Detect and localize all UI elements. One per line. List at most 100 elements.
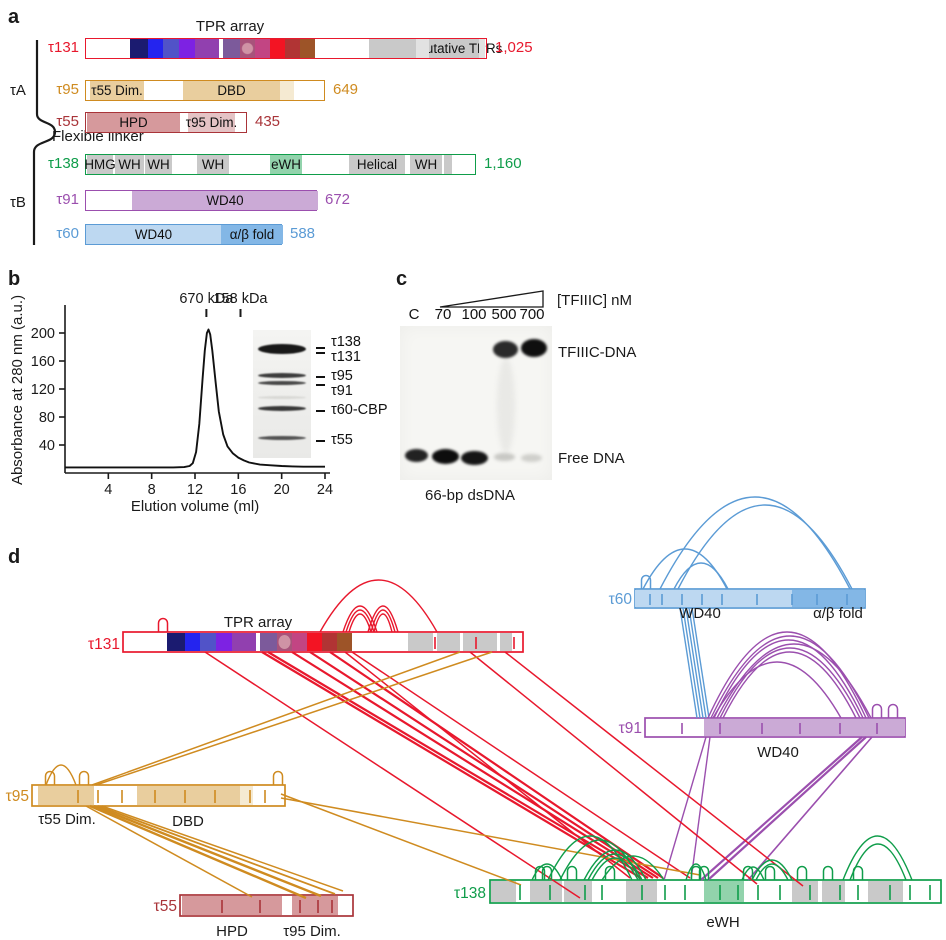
bar-label-t91: τ91 — [56, 191, 79, 208]
crosslink-line — [469, 651, 758, 885]
segment-label: HPD — [119, 115, 148, 130]
crosslink-line — [679, 607, 698, 719]
domain-segment: τ95 Dim. — [186, 113, 237, 132]
gel-band — [258, 396, 306, 399]
gel-band — [494, 453, 515, 461]
intralink-arc — [722, 651, 857, 719]
domain-segment: WH — [410, 155, 442, 174]
x-axis-label: Elution volume (ml) — [131, 498, 259, 515]
intralink-arc — [685, 863, 707, 881]
domain-segment — [635, 590, 792, 607]
bar-length-t131: 1,025 — [495, 39, 533, 56]
intralink-arc — [583, 849, 647, 881]
intralink-arc — [719, 647, 861, 719]
crosslink-line — [344, 651, 631, 879]
segment-label: WH — [201, 157, 225, 172]
domain-segment — [437, 633, 460, 651]
crosslink-line — [280, 797, 701, 876]
self-loop — [604, 865, 616, 880]
domain-sublabel: TPR array — [224, 614, 293, 631]
self-loop — [871, 703, 883, 718]
domain-segment: WD40 — [86, 225, 221, 244]
domain-segment: WH — [145, 155, 172, 174]
crosslink-line — [700, 736, 863, 881]
domain-segment — [179, 39, 195, 58]
domain-sublabel: eWH — [706, 914, 739, 931]
segment-label: WH — [147, 157, 170, 172]
lane-label: C — [408, 306, 420, 323]
y-axis-label: Absorbance at 280 nm (a.u.) — [9, 295, 26, 485]
lane-label: 70 — [434, 306, 452, 323]
bar-label-t55: τ55 — [56, 113, 79, 130]
x-tick-label: 8 — [148, 482, 156, 498]
self-loop — [852, 865, 864, 880]
domain-segment — [322, 633, 337, 651]
bar-length-t138: 1,160 — [484, 155, 522, 172]
segment-label: Putative TPRs — [417, 41, 503, 56]
domain-sublabel: WD40 — [757, 744, 799, 761]
domain-segment — [182, 896, 282, 915]
self-loop — [822, 865, 834, 880]
domain-segment: WH — [115, 155, 144, 174]
domain-segment — [463, 633, 497, 651]
domain-bar-t91: WD40 — [85, 190, 318, 211]
intralink-arc — [751, 859, 793, 881]
domain-segment — [185, 633, 200, 651]
concentration-wedge — [439, 290, 544, 308]
domain-segment: HPD — [87, 113, 180, 132]
domain-segment — [270, 39, 285, 58]
gel-band — [521, 339, 547, 357]
domain-segment — [479, 39, 485, 58]
y-tick-label: 160 — [31, 354, 55, 370]
band-name-label: τ91 — [331, 383, 353, 399]
intralink-arc — [659, 496, 851, 590]
segment-label: WD40 — [206, 193, 244, 208]
domain-sublabel: WD40 — [679, 605, 721, 622]
self-loop — [698, 865, 710, 880]
gel-band — [461, 451, 488, 465]
intralink-arc — [319, 579, 438, 633]
x-tick-label: 24 — [317, 482, 333, 498]
bar-label-t91: τ91 — [619, 720, 642, 737]
domain-segment — [280, 81, 294, 100]
self-loop — [534, 865, 546, 880]
band-tick — [316, 347, 325, 350]
band-name-label: τ138 — [331, 334, 361, 350]
bar-label-t131: τ131 — [88, 636, 120, 653]
shifted-band-label: TFIIIC-DNA — [558, 344, 637, 361]
self-loop — [157, 617, 169, 632]
intralink-arc — [712, 661, 842, 719]
domain-segment: Helical — [349, 155, 405, 174]
crosslink-line — [95, 651, 493, 786]
domain-sublabel: τ55 Dim. — [38, 811, 96, 828]
domain-segment — [223, 39, 240, 58]
self-loop — [742, 865, 754, 880]
domain-segment: WH — [197, 155, 229, 174]
tpr-array-label: TPR array — [195, 18, 265, 35]
segment-label: WD40 — [134, 227, 173, 242]
intralink-arc — [755, 863, 789, 881]
intralink-arc — [367, 605, 399, 633]
domain-segment — [38, 786, 94, 805]
self-loop — [44, 770, 56, 785]
y-tick-label: 80 — [39, 410, 55, 426]
group-tau-a-label: τA — [10, 82, 26, 99]
crosslink-line — [309, 651, 659, 879]
gel-band — [432, 449, 459, 464]
intralink-arc — [531, 863, 563, 881]
bar-label-t60: τ60 — [609, 591, 633, 608]
marker-label: 158 kDa — [213, 291, 268, 307]
domain-segment — [216, 633, 232, 651]
self-loop — [566, 865, 578, 880]
domain-segment — [130, 39, 148, 58]
domain-sublabel: HPD — [216, 923, 248, 940]
domain-bar-t55: HPD τ95 Dim. — [85, 112, 247, 133]
intralink-arc — [370, 609, 396, 633]
crosslink-line — [97, 805, 336, 895]
panel-a-letter: a — [8, 6, 20, 28]
domain-segment — [240, 786, 253, 805]
intralink-arc — [345, 609, 375, 633]
bar-label-t95: τ95 — [6, 788, 29, 805]
